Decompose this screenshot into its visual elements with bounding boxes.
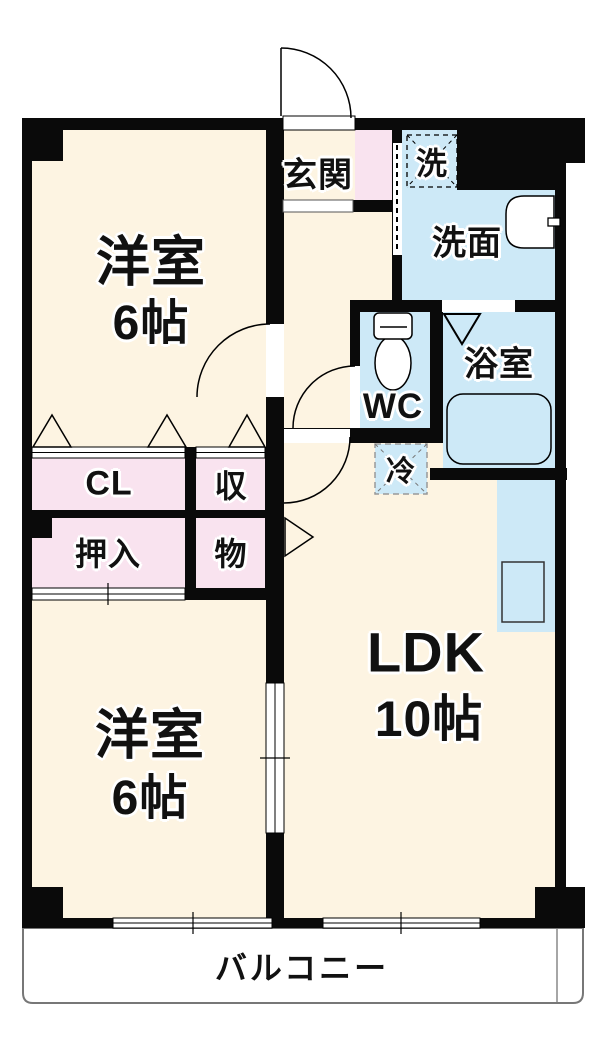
washer-box [406, 134, 458, 188]
oshiire-floor [32, 518, 185, 588]
washbasin-faucet-icon [547, 217, 561, 227]
wall-center-3 [265, 447, 284, 600]
closet-door-mark-1 [31, 413, 73, 448]
bathtub-icon [446, 393, 552, 465]
bedroom-bottom-floor [32, 600, 266, 918]
storage-lower-floor [196, 518, 265, 588]
wc-label: WC [362, 387, 424, 426]
entrance-label: 玄関 [283, 156, 353, 195]
wall-right [555, 163, 566, 928]
bath-door-mark [442, 313, 482, 346]
door-symbols [31, 47, 482, 558]
toilet-icon [374, 335, 412, 391]
entrance-side-strip [355, 130, 392, 200]
toilet-tank-icon [373, 312, 413, 340]
bedroom-bottom-label: 洋室 [95, 705, 205, 766]
pillar-top-left [22, 118, 63, 161]
fridge-box [374, 443, 428, 495]
balcony-label: バルコニー [214, 950, 390, 986]
fixtures [373, 134, 561, 623]
wall-closet-divider [185, 447, 196, 600]
ldk-size: 10帖 [374, 691, 484, 747]
washroom-label: 洗面 [432, 224, 502, 263]
bathroom-label: 浴室 [464, 345, 534, 384]
washbasin-icon [505, 195, 555, 249]
wall-closet-mid [32, 510, 265, 518]
oshiire-label: 押入 [74, 536, 142, 572]
bath-door-opening [442, 300, 515, 312]
wall-top-left [22, 118, 283, 130]
hall-ldk-door-swing [283, 436, 351, 504]
wall-step-top-right [457, 163, 557, 190]
bedroom-top-size: 6帖 [112, 297, 190, 350]
balcony-floor [22, 927, 584, 1004]
entrance-door-opening [282, 115, 356, 131]
storage-upper-floor [196, 458, 265, 510]
wall-bath-bottom [430, 468, 567, 480]
wall-wc-bath [430, 312, 443, 428]
wall-bottom [22, 918, 585, 928]
storage-lower-label: 物 [214, 536, 248, 572]
wall-center-5 [266, 833, 284, 918]
closet-cl-floor [32, 458, 185, 510]
storage-lower-door-mark [284, 516, 315, 558]
bedroom-top-door-opening [266, 324, 284, 397]
entrance-step [282, 199, 354, 213]
wall-block-top-right [457, 118, 585, 163]
bedroom-top-floor [32, 130, 266, 447]
wall-entrance-bottom [353, 200, 402, 212]
wall-top-mid [355, 118, 457, 130]
hall-ldk-door-opening [284, 429, 350, 443]
closet-door-mark-3 [227, 413, 267, 448]
storage-upper-label: 収 [214, 468, 248, 504]
wall-center-4 [266, 600, 284, 683]
closet-cl-label: CL [85, 464, 133, 503]
bedroom-top-label: 洋室 [96, 232, 206, 293]
fridge-label: 冷 [385, 456, 417, 488]
entrance-door-swing [280, 47, 352, 119]
openings [31, 115, 515, 934]
washer-label: 洗 [416, 146, 448, 182]
kitchen-sink-icon [501, 561, 545, 623]
bedroom-bottom-size: 6帖 [111, 772, 189, 825]
closet-door-mark-2 [146, 413, 188, 448]
wc-door-opening [350, 366, 360, 428]
wc-door-swing [292, 365, 356, 429]
wall-center-1 [266, 130, 284, 324]
bedroom-top-door-swing [196, 323, 271, 398]
ldk-label: LDK [366, 620, 486, 684]
